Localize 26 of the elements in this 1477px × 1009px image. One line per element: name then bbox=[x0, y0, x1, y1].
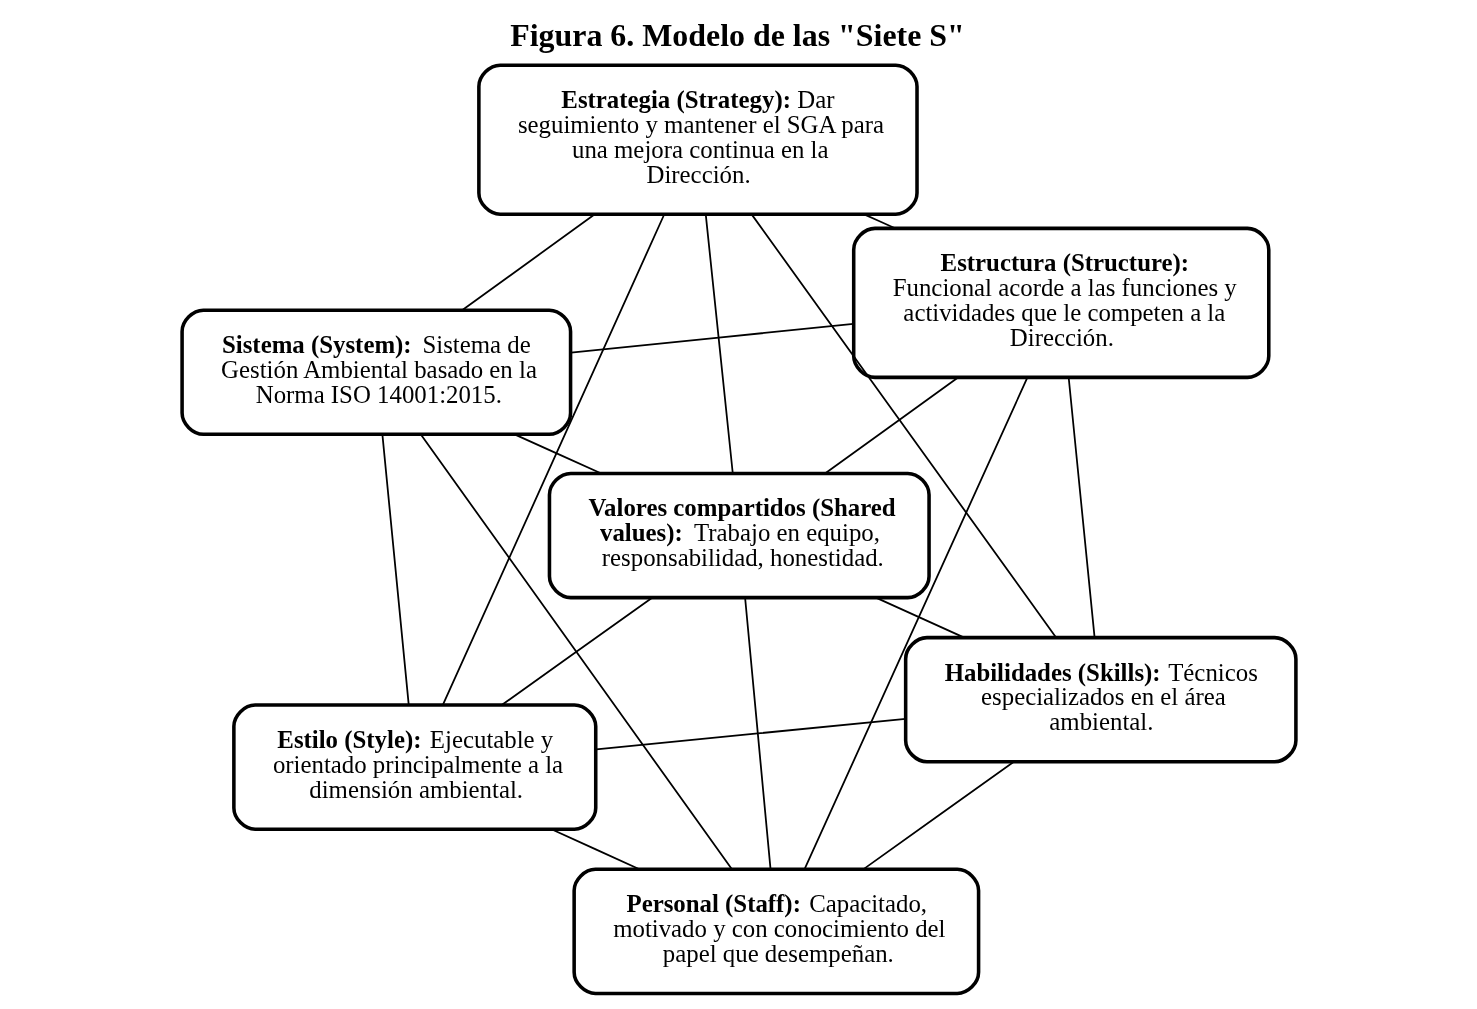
connector bbox=[750, 213, 1057, 639]
node-box: Sistema (System): Sistema de Gestión Ambiental basado en la Norma ISO 14001:2015. bbox=[179, 308, 572, 437]
connector bbox=[824, 376, 959, 474]
node-box: Habilidades (Skills): Técnicos especializados en el área ambiental. bbox=[903, 635, 1298, 764]
node-box: Estructura (Structure): Funcional acorde a las funciones y actividades que le competen a la Dirección. bbox=[851, 226, 1271, 380]
node-box: Estilo (Style): Ejecutable y orientado principalmente a la dimensión ambiental. bbox=[231, 703, 597, 831]
connector bbox=[381, 433, 410, 706]
node-box: Personal (Staff): Capacitado, motivado y con conocimiento del papel que desempeñan. bbox=[571, 867, 980, 996]
connector bbox=[875, 596, 965, 639]
connector bbox=[441, 213, 665, 706]
connector bbox=[1067, 376, 1095, 638]
connector bbox=[743, 597, 771, 870]
connector bbox=[803, 376, 1028, 871]
connector bbox=[594, 718, 906, 751]
diagram-title: Figura 6. Modelo de las "Siete S" bbox=[509, 18, 965, 54]
connector bbox=[862, 760, 1015, 870]
connector bbox=[704, 213, 734, 475]
connector bbox=[550, 828, 640, 871]
connector bbox=[461, 213, 595, 311]
connector bbox=[419, 433, 733, 871]
connector bbox=[513, 433, 602, 475]
node-box: Estrategia (Strategy): Dar seguimiento y mantener el SGA para una mejora continua en la Dirección. bbox=[476, 63, 919, 216]
connector bbox=[569, 323, 854, 354]
connector bbox=[862, 213, 896, 230]
connector bbox=[500, 597, 652, 706]
node-box: Valores compartidos (Shared values): Trabajo en equipo, responsabilidad, honestidad. bbox=[547, 471, 931, 600]
